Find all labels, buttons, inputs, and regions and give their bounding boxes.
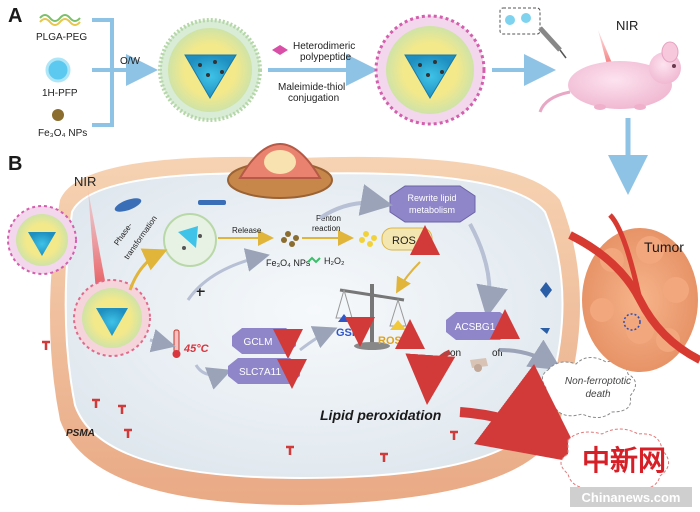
to-rewrite-arrow bbox=[318, 184, 393, 220]
mouse-illustration bbox=[538, 41, 681, 113]
conjugation-label-line1: Maleimide-thiol bbox=[278, 82, 345, 93]
psma-receptors bbox=[42, 340, 458, 462]
polypeptide-label-line1: Heterodimeric bbox=[293, 41, 355, 52]
watermark-site: Chinanews.com bbox=[582, 490, 681, 505]
input-label-pfp: 1H-PFP bbox=[42, 88, 78, 99]
nonferro-label-line2: death bbox=[585, 389, 610, 400]
nanoparticle-outside bbox=[7, 205, 77, 275]
plus-arrow bbox=[186, 248, 270, 301]
ros-label: ROS bbox=[392, 235, 416, 247]
gsh-label: GSH bbox=[336, 327, 360, 339]
syringe-icon bbox=[499, 7, 567, 59]
fe3o4-particle-icon bbox=[52, 109, 64, 121]
off-arrow bbox=[499, 339, 562, 371]
plus-sign: + bbox=[194, 281, 206, 303]
rewrite-label-line2: metabolism bbox=[409, 205, 455, 215]
fe3o4-label: Fe₃O₄ NPs bbox=[266, 258, 311, 268]
rewrite-lipid-box bbox=[389, 185, 476, 223]
h2o2-label: H₂O₂ bbox=[324, 256, 345, 266]
merge-bracket bbox=[92, 18, 158, 127]
h2o2-icon bbox=[307, 256, 321, 264]
pfp-droplet-icon bbox=[45, 57, 71, 83]
lipid-peroxidation-label: Lipid peroxidation bbox=[320, 407, 441, 423]
nir-label-b: NIR bbox=[74, 174, 96, 189]
off-label: off bbox=[492, 348, 503, 359]
ros-scale-label: ROS bbox=[378, 335, 402, 347]
conjugation-label-line2: conjugation bbox=[288, 93, 339, 104]
mitochondrion-icon-2 bbox=[198, 200, 226, 205]
nucleus-illustration bbox=[227, 143, 333, 199]
nanoparticle-activated bbox=[73, 279, 151, 357]
emulsion-label: O/W bbox=[120, 56, 141, 67]
phase-transformation-particle bbox=[163, 213, 217, 267]
rewrite-label-line1: Rewrite lipid bbox=[407, 193, 456, 203]
tumor-label: Tumor bbox=[644, 239, 684, 255]
to-genes-arrow bbox=[194, 364, 232, 390]
input-label-fe3o4: Fe₃O₄ NPs bbox=[38, 128, 87, 139]
on-label: on bbox=[450, 348, 461, 359]
organelle-icon bbox=[540, 282, 552, 298]
to-balance-arrow bbox=[299, 326, 338, 352]
nir-label-a: NIR bbox=[616, 18, 638, 33]
polypeptide-label-line2: polypeptide bbox=[300, 52, 352, 63]
fenton-label-line2: reaction bbox=[312, 224, 340, 233]
mitochondrion-icon bbox=[114, 198, 142, 212]
watermark-logo: 中新网 bbox=[582, 444, 666, 477]
release-label: Release bbox=[232, 226, 262, 235]
temperature-label: 45°C bbox=[183, 343, 210, 355]
input-label-plga-peg: PLGA-PEG bbox=[36, 32, 87, 43]
on-arrow bbox=[405, 349, 456, 405]
phase-arrow bbox=[128, 248, 168, 291]
panel-a-label: A bbox=[8, 5, 22, 27]
to-acsbg1-arrow bbox=[468, 223, 508, 318]
plga-peg-icon bbox=[39, 14, 81, 26]
polypeptide-icon bbox=[272, 45, 288, 55]
tumor-illustration bbox=[568, 213, 700, 372]
nanoparticle-conjugated bbox=[374, 14, 486, 126]
fe3o4-cluster bbox=[281, 231, 299, 247]
ros-molecules bbox=[359, 231, 377, 247]
watermark-site-bg bbox=[570, 487, 692, 507]
ferroptosis-cloud bbox=[560, 428, 669, 493]
lipid-to-ferroptosis-arrow bbox=[459, 364, 585, 464]
gclm-label: GCLM bbox=[244, 337, 273, 348]
nanoparticle-core-shell bbox=[158, 18, 262, 122]
thermometer-icon bbox=[172, 329, 181, 358]
fenton-label-line1: Fenton bbox=[316, 214, 341, 223]
ros-to-scale-arrow bbox=[396, 261, 421, 294]
organelle-icon-2 bbox=[540, 328, 550, 334]
panel-b-label: B bbox=[8, 153, 22, 175]
heat-arrow bbox=[149, 328, 176, 353]
slc7a11-label: SLC7A11 bbox=[239, 367, 282, 378]
acsbg1-label: ACSBG1 bbox=[455, 322, 496, 333]
psma-label: PSMA bbox=[66, 428, 95, 439]
nonferro-label-line1: Non-ferroptotic bbox=[565, 376, 631, 387]
